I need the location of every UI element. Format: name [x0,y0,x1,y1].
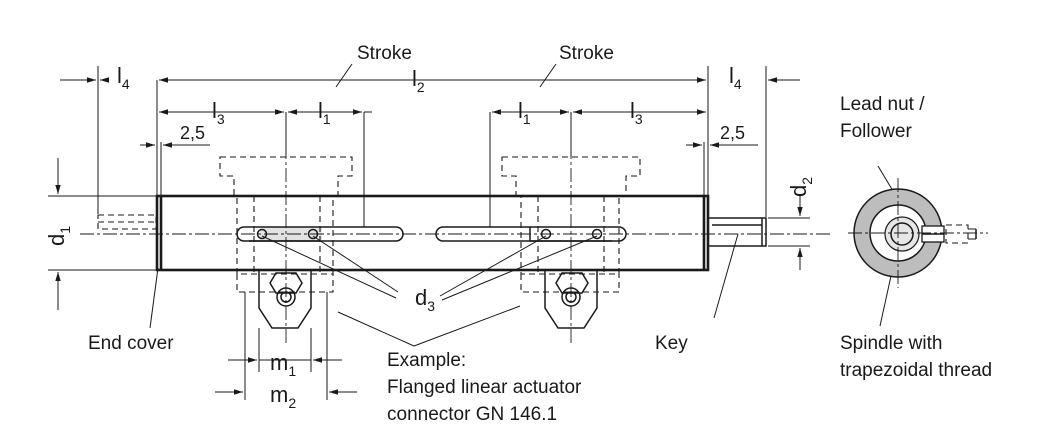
dim-l1-left-label: l1 [318,98,331,127]
dimension-gap-left [140,142,210,196]
dim-l4-left-label: l4 [117,63,130,92]
dim-l1-right-label: l1 [518,98,531,127]
dim-gap-right-label: 2,5 [720,123,745,143]
stroke-label-right: Stroke [559,43,614,64]
example-label-line1: Example: [387,350,466,371]
dimension-l2 [156,66,709,196]
dim-m2-label: m2 [270,382,296,411]
dim-l2-label: l2 [412,66,425,95]
spindle-label-line2: trapezoidal thread [840,360,992,381]
dimension-gap-right [686,142,758,196]
stroke-label-left: Stroke [357,43,412,64]
spindle-end-right [707,217,767,247]
dim-gap-left-label: 2,5 [180,123,205,143]
dimension-l4-left [60,66,109,214]
leader-lines [149,63,899,347]
key-label: Key [655,333,688,354]
dimension-d1 [48,158,156,310]
dim-m1-label: m1 [270,350,296,379]
follower-label: Follower [840,121,912,142]
dimension-m1-m2 [215,292,357,400]
dimension-l3-l1-left [159,109,372,227]
dim-l3-left-label: l3 [212,98,225,127]
spindle-label-line1: Spindle with [840,333,942,354]
dim-d1-label: d1 [44,226,73,246]
example-label-line2: Flanged linear actuator [387,377,582,398]
example-label-line3: connector GN 146.1 [387,404,557,425]
dimension-d2 [768,196,810,270]
dim-d2-label: d2 [786,177,815,197]
lead-nut-label: Lead nut / [840,94,925,115]
side-view-follower [848,178,988,288]
connector-right-phantom [501,156,641,329]
spindle-end-left-phantom [97,214,157,230]
dimension-l3-l1-right [489,109,706,227]
dim-l4-right-label: l4 [729,63,742,92]
end-cover-label: End cover [88,333,174,354]
dim-d3-label: d3 [415,285,435,314]
dim-l3-right-label: l3 [630,98,643,127]
dimension-l4-right [765,66,800,217]
